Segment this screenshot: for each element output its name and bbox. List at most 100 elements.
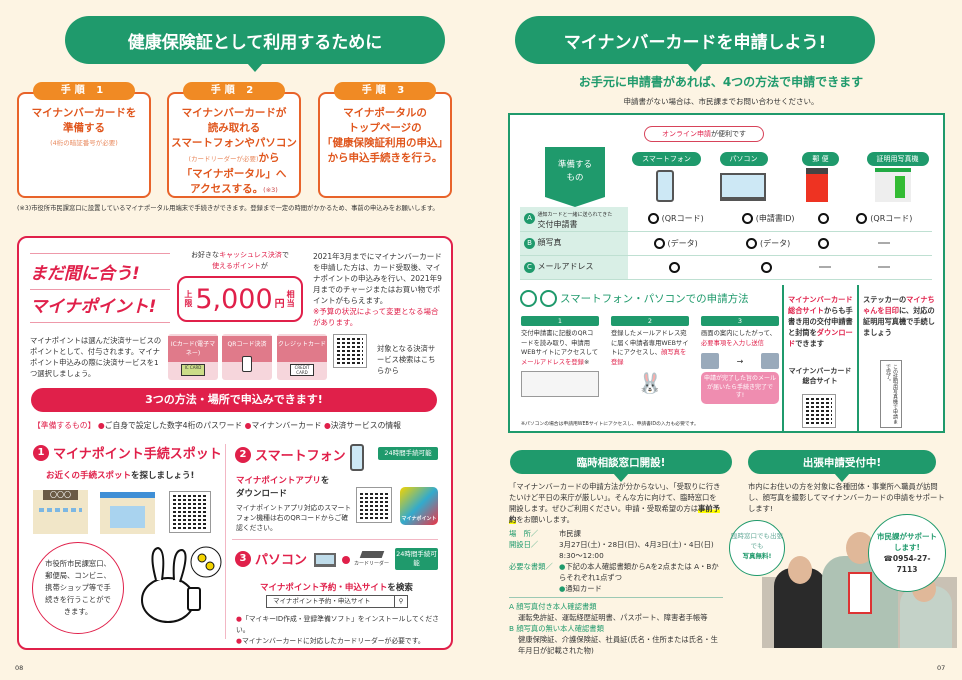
- page-number: 07: [937, 664, 946, 672]
- divider: [782, 285, 784, 432]
- online-bubble: オンライン申請が便利です: [644, 126, 764, 142]
- payment-credit: クレジットカード CREDIT CARD: [277, 334, 327, 380]
- date-value: 3月27日(土)・28日(日)、4月3日(土)・4日(日): [559, 540, 714, 549]
- requirements-table: A 通知カードと一緒に送られてきた交付申請書 (QRコード) (申請書ID) (…: [520, 207, 932, 280]
- consult-intro: 「マイナンバーカードの申請方法が分からない」、「受取りに行きたいけど平日の来庁が…: [509, 481, 723, 525]
- caption-text: お好きな: [191, 251, 220, 259]
- search-box[interactable]: マイナポイント予約・申込サイト ⚲: [266, 595, 408, 608]
- step-text: アクセスする。: [190, 183, 264, 195]
- step-note: (4桁の暗証番号が必要): [50, 139, 118, 147]
- qr-code[interactable]: [333, 334, 367, 368]
- method-2-sub: マイナポイントアプリをダウンロード: [236, 475, 329, 501]
- intro-text: をお願いします。: [516, 515, 574, 524]
- consult-section: 「マイナンバーカードの申請方法が分からない」、「受取りに行きたいけど平日の来庁が…: [509, 481, 723, 656]
- row-text: メールアドレス: [537, 262, 594, 271]
- payment-label: クレジットカード: [277, 336, 327, 362]
- prep-item: 決済サービスの情報: [330, 421, 401, 430]
- point-amount-bubble: 上限 5,000 円 相当: [177, 276, 303, 322]
- sticker-image: この証明用写真機で申請まで完了。: [880, 360, 902, 428]
- sub-highlight: マイナポイントアプリ: [236, 476, 321, 486]
- step-text: 「健康保険証利用の申込」: [322, 137, 448, 149]
- qr-code[interactable]: [802, 394, 836, 428]
- complete-bubble: 申請が完了した旨のメールが届いたら手続き完了です!: [701, 372, 779, 404]
- step-3-card: 手順 3 マイナポータルの トップページの 「健康保険証利用の申込」 から申込手…: [318, 82, 452, 198]
- mailbox-icon: [806, 168, 828, 202]
- cell-note: (QRコード): [870, 214, 913, 224]
- step-text: 準備する: [63, 122, 105, 134]
- method-number: 2: [235, 446, 251, 463]
- spot-bubble: 市役所市民課窓口、郵便局、コンビニ、携帯ショップ等で手続きを行うことができます。: [32, 542, 124, 634]
- badge-24h: 24時間手続可能: [395, 548, 438, 570]
- credit-card-icon: CREDIT CARD: [290, 364, 314, 376]
- caption-text: で: [281, 251, 289, 259]
- method-3-heading: 3 パソコン: [235, 549, 307, 568]
- card-reader-icon: カードリーダー: [354, 551, 389, 567]
- step-text: スマートフォンやパソコン: [171, 137, 297, 149]
- card-reader-label: カードリーダー: [354, 561, 390, 567]
- divider: [225, 444, 226, 639]
- caption-text: が: [260, 262, 268, 270]
- mail-site-label: マイナンバーカード総合サイト: [788, 367, 852, 385]
- sub-text: を探しましょう!: [131, 471, 195, 481]
- photo-booth-icon: [875, 168, 911, 202]
- place-value: 市民課: [559, 529, 581, 538]
- prep-label: 【準備するもの】: [33, 421, 96, 430]
- methods-banner: 3つの方法・場所で申込みできます!: [31, 388, 437, 412]
- row-key: B: [524, 238, 535, 249]
- smartphone-icon: [656, 170, 674, 202]
- method-2-heading: 2 スマートフォン: [235, 445, 346, 464]
- step-text: マイナンバーカードが: [181, 107, 287, 119]
- id-documents: A 顔写真付き本人確認書類 運転免許証、運転経歴証明書、パスポート、障害者手帳等…: [509, 601, 723, 656]
- column-header-pc: パソコン: [719, 152, 768, 166]
- mail-text: できます: [795, 339, 824, 348]
- divider: [232, 539, 438, 540]
- method-3-sub: マイナポイント予約・申込サイトを検索: [260, 581, 413, 593]
- mail-description: マイナンバーカード総合サイトからも手書き用の交付申請書と封筒をダウンロードできま…: [788, 294, 854, 349]
- row-key: C: [524, 262, 535, 273]
- sub-highlight: お近くの手続スポット: [46, 471, 132, 481]
- step-highlight: 必要事項を入力し送信: [701, 339, 764, 347]
- cell: [812, 255, 837, 280]
- method-title: スマートフォン: [255, 449, 346, 464]
- building-sign: 〇〇〇: [43, 490, 78, 500]
- column-header-mail: 郵 便: [802, 152, 839, 166]
- row-label: B 顔写真: [520, 231, 628, 256]
- cell: [812, 207, 837, 232]
- point-amount: 5,000: [195, 283, 273, 315]
- online-footnote: ※パソコンの場合は申請用WEBサイトにアクセスし、申請書IDの入力も必要です。: [521, 422, 699, 427]
- search-icon[interactable]: ⚲: [394, 596, 407, 607]
- prep-header: 準備するもの: [545, 147, 605, 197]
- table-row: B 顔写真 (データ) (データ): [520, 231, 932, 256]
- consult-banner: 臨時相談窓口開設!: [510, 450, 732, 482]
- mail-highlight: ダウンロード: [788, 328, 853, 348]
- step-text: 交付申請書に記載のQRコードを読み取り、申請用WEBサイトにアクセスして: [521, 330, 598, 356]
- step-text: トップページの: [348, 122, 422, 134]
- date-label: 開設日／: [509, 540, 539, 549]
- qr-code[interactable]: [356, 487, 392, 523]
- footnote: (※3)市役所市民課窓口に設置しているマイナポータル用端末で手続きができます。登…: [17, 205, 439, 212]
- row-small: 通知カードと一緒に送られてきた: [537, 211, 613, 218]
- qr-code[interactable]: [169, 491, 211, 533]
- step-text: マイナポータルの: [343, 107, 427, 119]
- note-item: 「マイキーID作成・登録準備ソフト」をインストールしてください。: [236, 615, 439, 634]
- sub-text: を検索: [387, 583, 413, 593]
- time-value: 8:30〜12:00: [559, 551, 604, 560]
- online-method-title: スマートフォン・パソコンでの申請方法: [560, 293, 749, 305]
- sub-text: ダウンロード: [236, 489, 288, 499]
- equiv-label: 相当: [286, 290, 295, 308]
- search-input[interactable]: マイナポイント予約・申込サイト: [273, 597, 371, 605]
- method-number: 3: [235, 550, 251, 567]
- laptop-icon: [720, 173, 766, 201]
- step-number: 3: [701, 316, 779, 326]
- prep-item: ご自身で設定した数字4桁のパスワード: [104, 421, 243, 430]
- cell: (申請書ID): [723, 207, 813, 232]
- booth-highlight: マイナちゃんを目印: [863, 295, 935, 315]
- mynapoint-app-icon: マイナポイント: [400, 487, 438, 525]
- prep-item: マイナンバーカード: [251, 421, 322, 430]
- booth-text: ステッカーの: [863, 295, 907, 304]
- outreach-text: 市内にお住いの方を対象に各種団体・事業所へ職員が訪問し、顔写真を撮影してマイナン…: [748, 482, 945, 513]
- sub-highlight: マイナポイント予約・申込サイト: [260, 583, 388, 593]
- step-text: 登録したメールアドレス宛に届く申請者専用WEBサイトにアクセスし、: [611, 330, 689, 356]
